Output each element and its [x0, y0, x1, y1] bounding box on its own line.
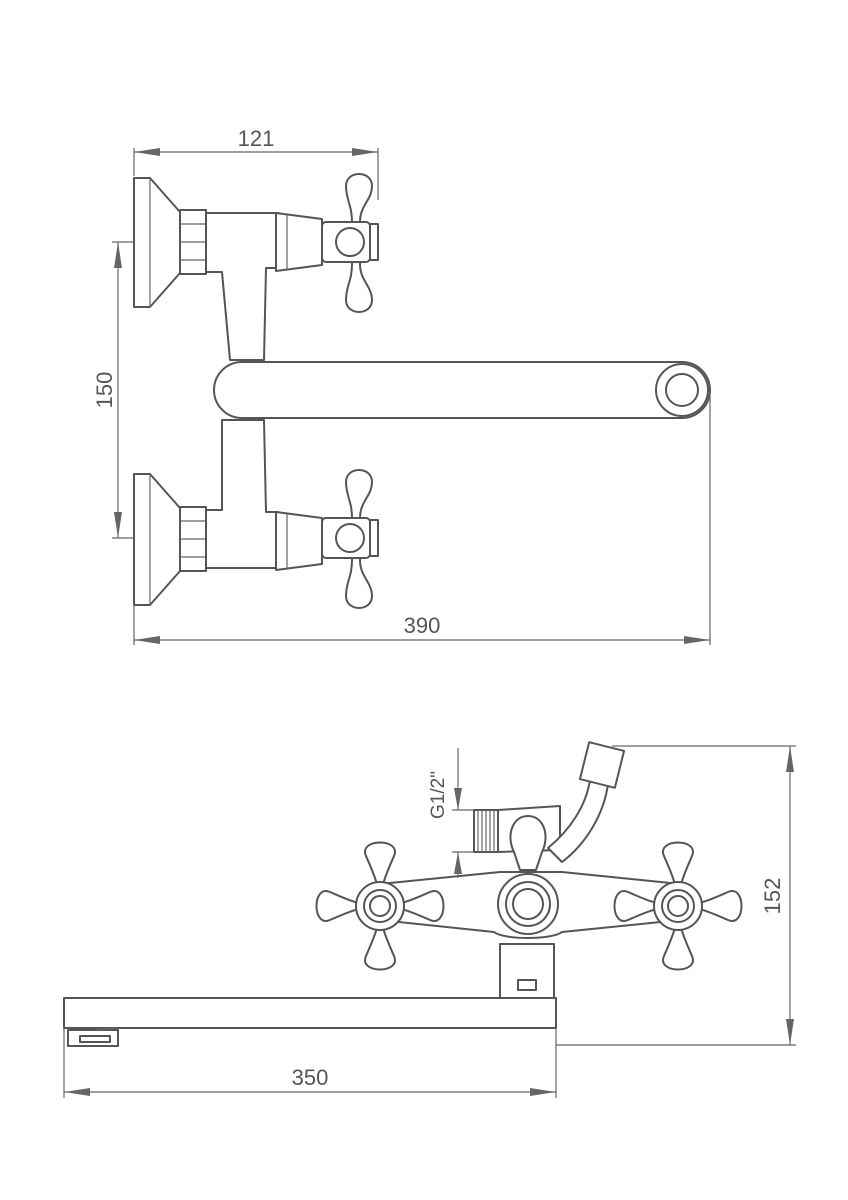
lower-wall-flange	[133, 473, 181, 606]
front-view: G1/2" 152 350	[63, 741, 796, 1098]
mixer-body-lower	[205, 419, 279, 569]
dimension-g12: G1/2"	[428, 748, 474, 878]
dimension-150-label: 150	[92, 372, 117, 409]
upper-wall-flange	[133, 177, 181, 308]
right-cross-handle-front	[613, 841, 743, 971]
dimension-350-label: 350	[292, 1065, 329, 1090]
dimension-152: 152	[556, 745, 796, 1046]
dimension-390: 390	[133, 392, 711, 645]
mixer-stem	[499, 943, 555, 999]
lower-hex-nut	[179, 506, 207, 572]
lower-cross-handle	[321, 469, 379, 609]
dimension-g12-label: G1/2"	[428, 771, 449, 819]
dimension-121: 121	[133, 126, 379, 200]
upper-valve-housing	[275, 212, 323, 272]
dimension-152-label: 152	[760, 878, 785, 915]
left-cross-handle-front	[315, 841, 445, 971]
top-view: 121 150 390	[92, 126, 711, 645]
spout-side	[63, 997, 557, 1047]
spout-top	[213, 361, 711, 419]
lower-valve-housing	[275, 511, 323, 571]
diverter-knob	[509, 815, 547, 871]
upper-cross-handle	[321, 173, 379, 313]
dimension-390-label: 390	[404, 613, 441, 638]
shower-outlet-elbow	[547, 741, 626, 863]
center-diverter	[497, 873, 559, 935]
dimension-150: 150	[92, 241, 134, 539]
mixer-body	[205, 212, 279, 361]
dimension-121-label: 121	[238, 126, 275, 151]
dimension-350: 350	[63, 1028, 557, 1098]
upper-hex-nut	[179, 209, 207, 275]
